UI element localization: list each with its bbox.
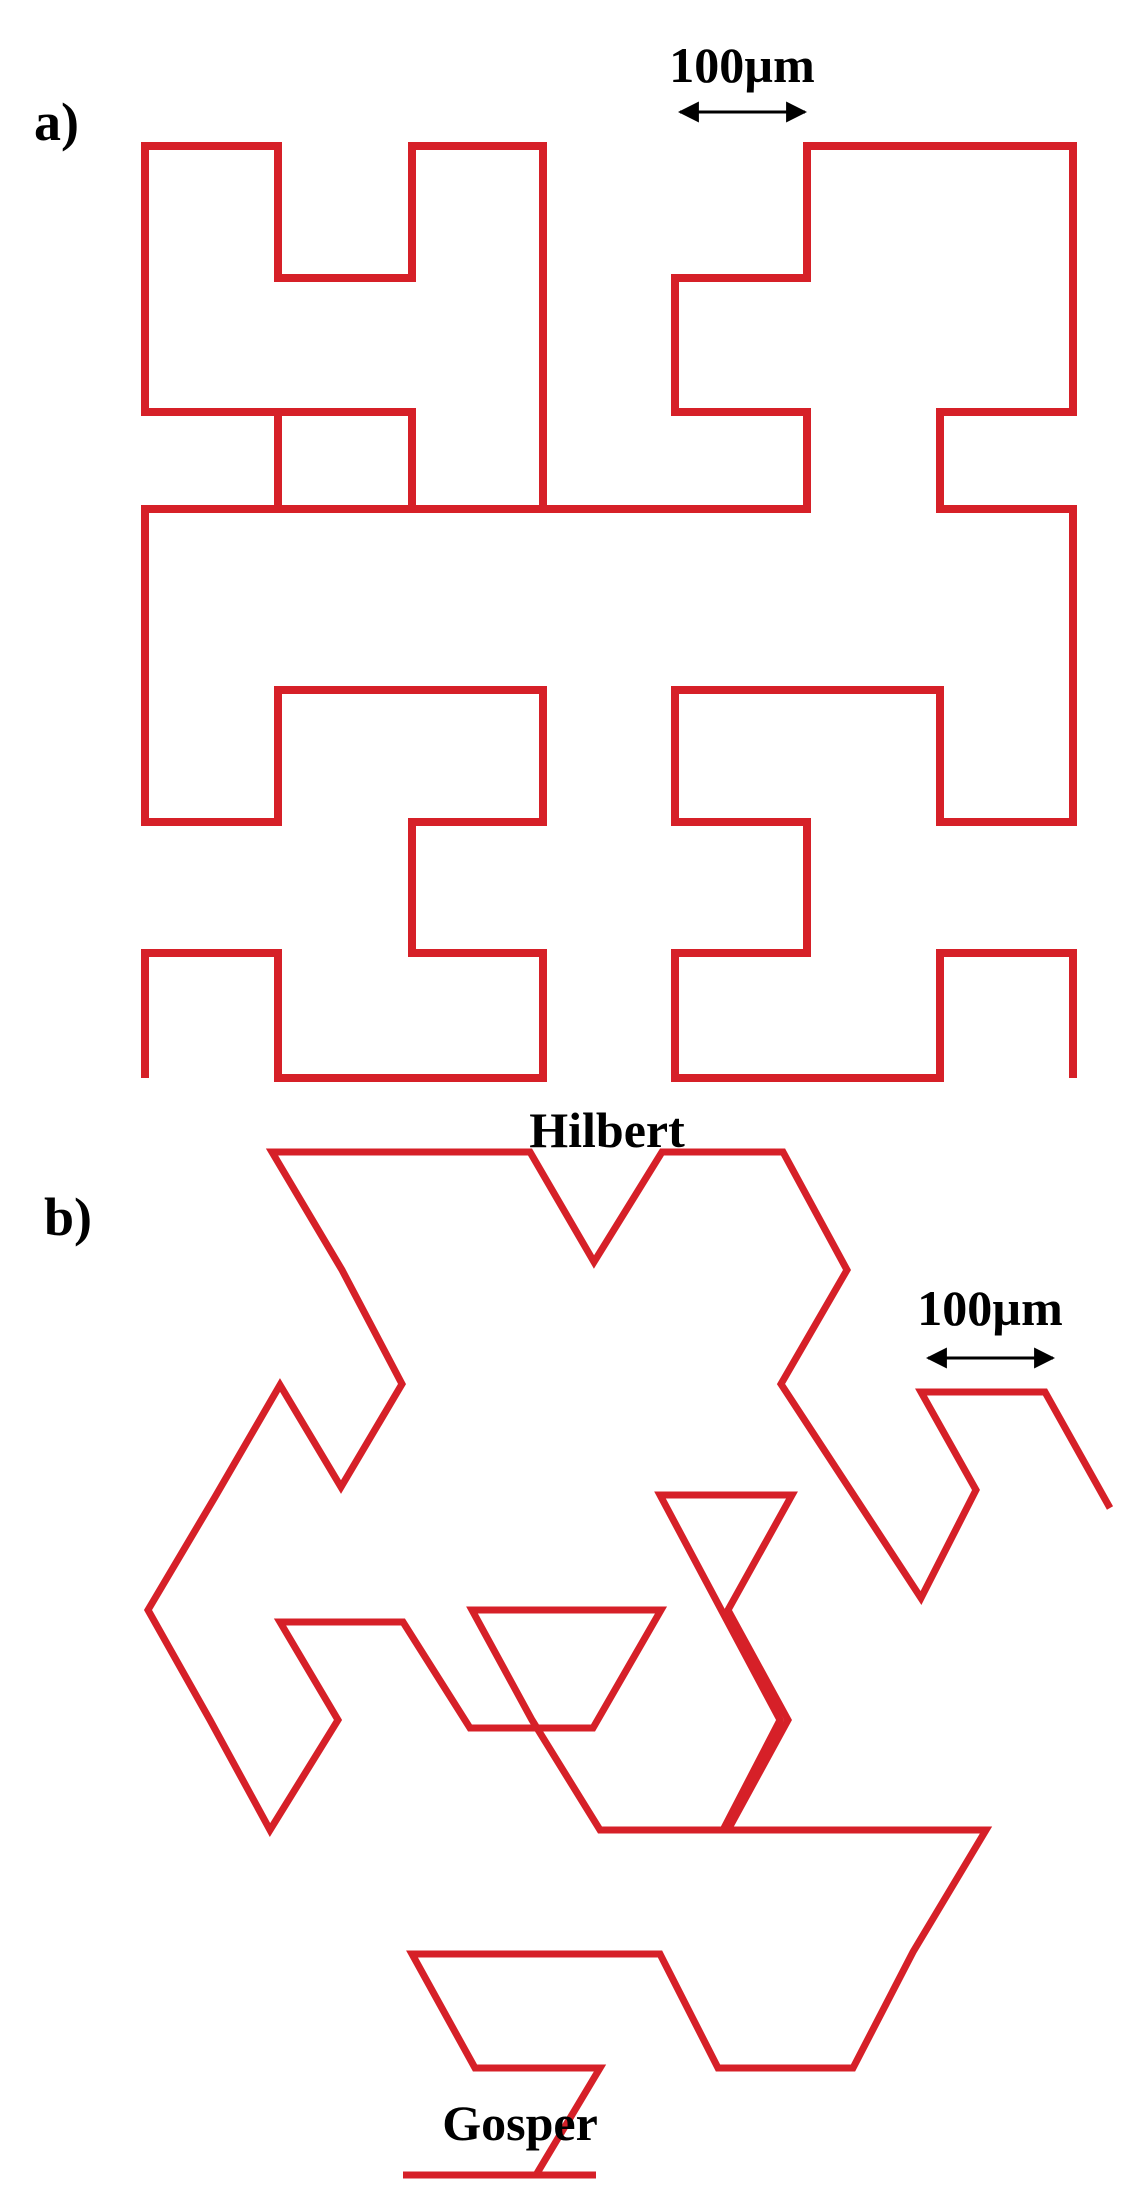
scale-bar-label-b: 100µm: [917, 1280, 1063, 1336]
scale-bar-label-a: 100µm: [669, 37, 815, 93]
hilbert-curve: [141, 142, 1077, 1082]
gosper-curve: [143, 1148, 1114, 2179]
panel-a-caption: Hilbert: [529, 1102, 685, 1158]
panel-b-label: b): [44, 1187, 93, 1247]
panel-b-caption: Gosper: [442, 2095, 598, 2151]
panel-a-label: a): [34, 92, 79, 152]
